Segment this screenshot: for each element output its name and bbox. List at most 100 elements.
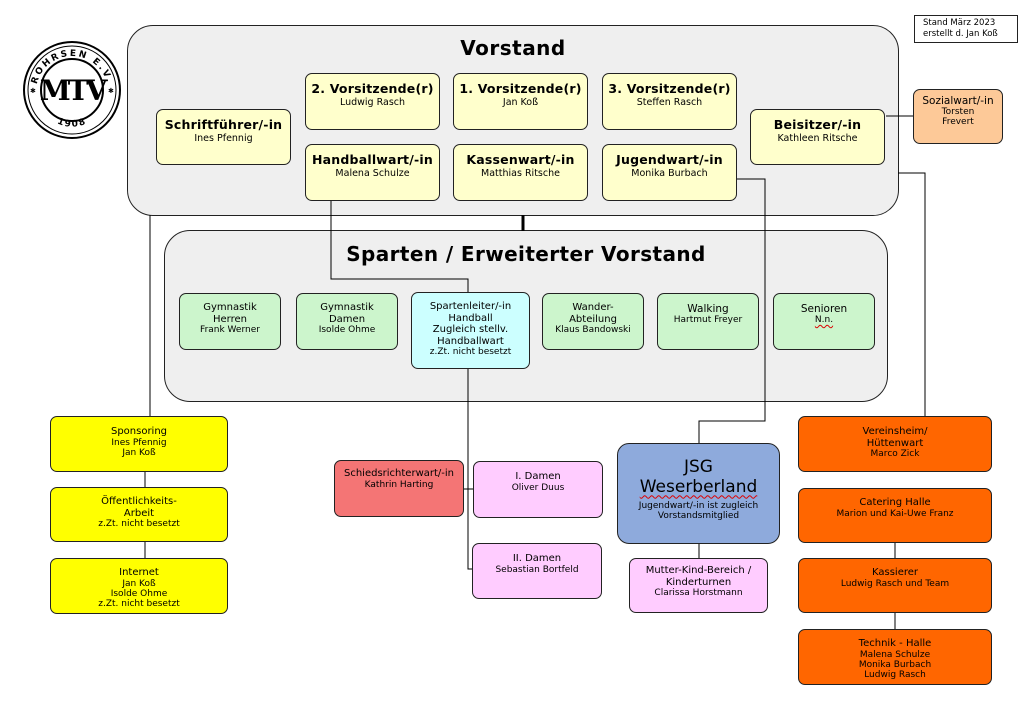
kassierer-box: Kassierer Ludwig Rasch und Team <box>798 558 992 613</box>
jsg-box: JSG Weserberland Jugendwart/-in ist zugl… <box>617 443 780 544</box>
jugendwart-box: Jugendwart/-in Monika Burbach <box>602 144 737 201</box>
jugendwart-name: Monika Burbach <box>631 168 708 180</box>
gym-damen-name: Isolde Ohme <box>318 325 376 335</box>
gym-herren-line2: Herren <box>213 313 247 325</box>
oeffentlichkeit-title2: Arbeit <box>123 507 155 519</box>
oeffentlichkeit-title: Öffentlichkeits- <box>101 496 177 507</box>
stand-date: Stand März 2023 <box>923 18 996 28</box>
technik-line3: Ludwig Rasch <box>864 670 926 681</box>
beisitzer-name: Kathleen Ritsche <box>777 133 858 145</box>
schriftfuehrer-box: Schriftführer/-in Ines Pfennig <box>156 109 291 165</box>
technik-line1: Malena Schulze <box>859 649 931 660</box>
vorstand-title: Vorstand <box>460 36 566 60</box>
jsg-line1: JSG <box>684 457 713 477</box>
sponsoring-box: Sponsoring Ines Pfennig Jan Koß <box>50 416 228 472</box>
jsg-line2: Weserberland <box>639 477 758 498</box>
club-logo: ROHRSEN E.V. 1908 MTV ✱ ✱ <box>23 41 121 139</box>
vorsitz3-name: Steffen Rasch <box>636 97 703 109</box>
vorsitz2-title: 2. Vorsitzende(r) <box>311 81 434 96</box>
vorsitz1-name: Jan Koß <box>502 97 539 109</box>
sponsoring-title: Sponsoring <box>110 426 168 437</box>
stand-note: Stand März 2023 erstellt d. Jan Koß <box>914 15 1018 43</box>
sparte-wander: Wander- Abteilung Klaus Bandowski <box>542 293 644 350</box>
damen1-name: Oliver Duus <box>511 482 565 493</box>
oeffentlichkeit-line1: z.Zt. nicht besetzt <box>98 519 180 529</box>
damen2-name: Sebastian Bortfeld <box>495 564 579 575</box>
internet-line3: z.Zt. nicht besetzt <box>98 599 180 610</box>
spartenleiter-line5: z.Zt. nicht besetzt <box>429 347 512 357</box>
vorsitz3-title: 3. Vorsitzende(r) <box>608 81 731 96</box>
wander-name: Klaus Bandowski <box>555 325 631 335</box>
logo-monogram: MTV <box>40 74 109 107</box>
damen2-box: II. Damen Sebastian Bortfeld <box>472 543 602 599</box>
sozialwart-line2: Frevert <box>942 117 974 128</box>
internet-line2: Isolde Ohme <box>110 588 168 599</box>
vereinsheim-box: Vereinsheim/ Hüttenwart Marco Zick <box>798 416 992 472</box>
mutter-kind-box: Mutter-Kind-Bereich / Kinderturnen Clari… <box>629 558 768 613</box>
damen1-title: I. Damen <box>515 471 561 482</box>
vorsitz1-box: 1. Vorsitzende(r) Jan Koß <box>453 73 588 130</box>
schiedsrichterwart-box: Schiedsrichterwart/-in Kathrin Harting <box>334 460 464 517</box>
mutterkind-line2: Kinderturnen <box>665 576 732 588</box>
sozialwart-line1: Torsten <box>941 107 975 118</box>
kassenwart-box: Kassenwart/-in Matthias Ritsche <box>453 144 588 201</box>
catering-box: Catering Halle Marion und Kai-Uwe Franz <box>798 488 992 543</box>
sparten-title: Sparten / Erweiterter Vorstand <box>346 242 706 266</box>
internet-line1: Jan Koß <box>122 578 156 589</box>
sparte-senioren: Senioren N.n. <box>773 293 875 350</box>
catering-title: Catering Halle <box>859 497 931 508</box>
handballwart-title: Handballwart/-in <box>312 152 433 167</box>
handballwart-box: Handballwart/-in Malena Schulze <box>305 144 440 201</box>
vorsitz1-title: 1. Vorsitzende(r) <box>459 81 582 96</box>
logo-star-left: ✱ <box>30 87 36 95</box>
sparte-gym-damen: Gymnastik Damen Isolde Ohme <box>296 293 398 350</box>
schriftfuehrer-title: Schriftführer/-in <box>164 117 283 132</box>
internet-box: Internet Jan Koß Isolde Ohme z.Zt. nicht… <box>50 558 228 614</box>
jsg-sub2: Vorstandsmitglied <box>657 511 740 522</box>
catering-name: Marion und Kai-Uwe Franz <box>836 508 954 519</box>
internet-title: Internet <box>119 567 159 578</box>
mutterkind-name: Clarissa Horstmann <box>654 588 743 598</box>
sponsoring-line2: Jan Koß <box>122 447 156 458</box>
logo-star-right: ✱ <box>108 87 114 95</box>
jsg-sub1: Jugendwart/-in ist zugleich <box>638 500 759 511</box>
spartenleiter-line1: Spartenleiter/-in <box>429 301 512 312</box>
logo-year: 1908 <box>56 117 87 130</box>
wander-line2: Abteilung <box>569 313 617 325</box>
beisitzer-box: Beisitzer/-in Kathleen Ritsche <box>750 109 885 165</box>
vorsitz2-name: Ludwig Rasch <box>339 97 406 109</box>
damen2-title: II. Damen <box>512 553 562 564</box>
vereinsheim-title: Vereinsheim/ <box>862 426 928 437</box>
sponsoring-line1: Ines Pfennig <box>111 437 167 448</box>
oeffentlichkeit-box: Öffentlichkeits- Arbeit z.Zt. nicht bese… <box>50 487 228 542</box>
spartenleiter-line3: Zugleich stellv. <box>432 324 509 335</box>
handballwart-name: Malena Schulze <box>335 168 410 180</box>
senioren-line1: Senioren <box>800 303 848 315</box>
jugendwart-title: Jugendwart/-in <box>616 152 723 167</box>
vereinsheim-title2: Hüttenwart <box>866 437 924 449</box>
spartenleiter-line2: Handball <box>448 312 493 324</box>
vorsitz3-box: 3. Vorsitzende(r) Steffen Rasch <box>602 73 737 130</box>
schiri-name: Kathrin Harting <box>364 479 434 490</box>
sozialwart-box: Sozialwart/-in Torsten Frevert <box>913 89 1003 144</box>
gym-herren-name: Frank Werner <box>200 325 260 335</box>
walking-name: Hartmut Freyer <box>673 315 743 326</box>
beisitzer-title: Beisitzer/-in <box>773 117 862 132</box>
schiri-title: Schiedsrichterwart/-in <box>343 468 454 479</box>
gym-herren-line1: Gymnastik <box>203 302 257 313</box>
stand-author: erstellt d. Jan Koß <box>923 28 998 39</box>
wander-line1: Wander- <box>572 302 614 313</box>
sparte-spartenleiter-handball: Spartenleiter/-in Handball Zugleich stel… <box>411 292 530 369</box>
gym-damen-line1: Gymnastik <box>320 302 374 313</box>
walking-line1: Walking <box>687 303 729 315</box>
technik-line2: Monika Burbach <box>858 659 932 670</box>
technik-box: Technik - Halle Malena Schulze Monika Bu… <box>798 629 992 685</box>
sparte-walking: Walking Hartmut Freyer <box>657 293 759 350</box>
damen1-box: I. Damen Oliver Duus <box>473 461 603 518</box>
spartenleiter-line4: Handballwart <box>437 335 504 347</box>
kassierer-title: Kassierer <box>871 567 918 578</box>
kassenwart-title: Kassenwart/-in <box>466 152 575 167</box>
senioren-name: N.n. <box>814 315 834 326</box>
sparte-gym-herren: Gymnastik Herren Frank Werner <box>179 293 281 350</box>
